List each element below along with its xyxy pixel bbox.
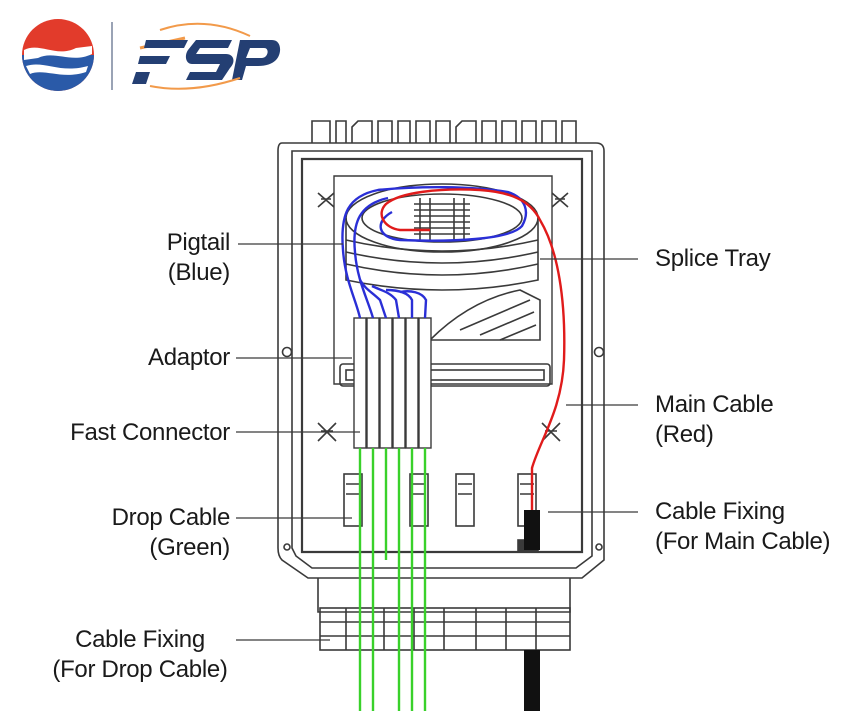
- label-pigtail: Pigtail (Blue): [100, 228, 231, 288]
- drop-cable-color: (Green): [149, 534, 230, 561]
- label-cable-fixing-main: Cable Fixing (For Main Cable): [655, 497, 831, 557]
- label-cable-fixing-drop: Cable Fixing (For Drop Cable): [40, 625, 240, 685]
- fsp-logo-mark: [22, 19, 94, 91]
- enclosure-body: [277, 120, 605, 651]
- cable-fixing-main-title: Cable Fixing: [655, 498, 785, 525]
- label-fast-connector: Fast Connector: [70, 419, 230, 446]
- label-adaptor: Adaptor: [148, 344, 230, 371]
- fast-connectors: [353, 317, 432, 449]
- fsp-wordmark: [132, 22, 281, 90]
- drop-cable-title: Drop Cable: [111, 504, 231, 531]
- logo-divider: [111, 22, 113, 90]
- cable-fixing-drop-title: Cable Fixing: [75, 626, 205, 653]
- label-splice-tray: Splice Tray: [655, 245, 771, 272]
- main-cable-jacket: [524, 510, 540, 711]
- cable-fixing-drop-note: (For Drop Cable): [52, 656, 228, 683]
- cable-fixing-main-note: (For Main Cable): [655, 528, 831, 555]
- pigtail-color: (Blue): [167, 259, 231, 286]
- main-cable-color: (Red): [655, 421, 714, 448]
- drop-cable-fibers: [358, 448, 427, 711]
- leader-lines: [236, 243, 638, 641]
- main-cable-title: Main Cable: [655, 391, 774, 418]
- pigtail-fibers: [341, 186, 528, 319]
- pigtail-title: Pigtail: [166, 229, 231, 256]
- main-cable-fiber: [380, 188, 566, 512]
- label-main-cable: Main Cable (Red): [655, 390, 774, 450]
- label-drop-cable: Drop Cable (Green): [60, 503, 231, 563]
